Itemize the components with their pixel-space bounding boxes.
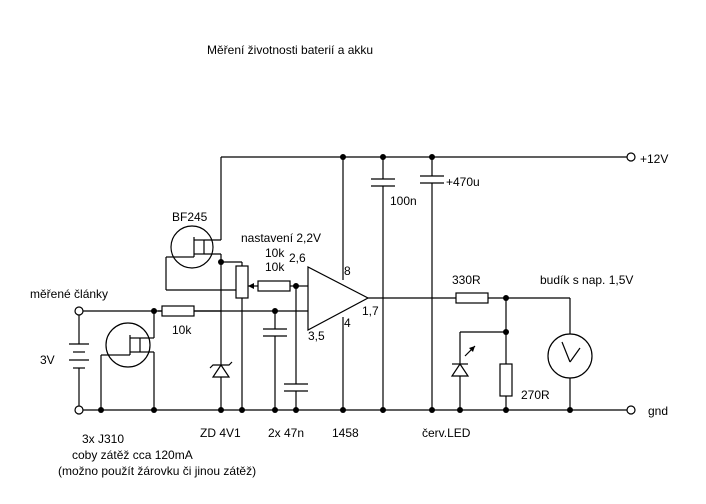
label-budik: budík s nap. 1,5V: [540, 273, 633, 287]
label-pin-17: 1,7: [362, 304, 379, 318]
source-node: [218, 259, 242, 365]
resistor-10k-in: [161, 305, 221, 317]
label-led: červ.LED: [422, 426, 471, 440]
label-r10k-in: 10k: [172, 323, 192, 337]
terminal-input-plus: [74, 306, 84, 316]
label-j310: 3x J310: [82, 432, 124, 446]
terminal-gnd-left: [74, 405, 84, 415]
output-node: [460, 298, 509, 364]
label-r10k-b: 10k: [265, 260, 285, 274]
label-r330: 330R: [452, 273, 481, 287]
label-mozno: (možno použít žárovku či jinou zátěž): [58, 464, 256, 478]
label-caps-47n: 2x 47n: [268, 426, 304, 440]
battery-icon: [69, 315, 89, 406]
voltmeter-icon: [547, 298, 593, 410]
label-zd: ZD 4V1: [200, 426, 241, 440]
resistor-270r: [499, 363, 513, 410]
label-nastaveni: nastavení 2,2V: [241, 231, 321, 245]
label-ground: gnd: [648, 404, 668, 418]
ground-rail: [74, 405, 636, 415]
label-zatez: coby zátěž cca 120mA: [72, 448, 193, 462]
terminal-plus12v: [626, 152, 636, 162]
schematic-title: Měření životnosti baterií a akku: [207, 43, 373, 57]
capacitor-470u: [420, 157, 444, 410]
label-r270: 270R: [521, 388, 550, 402]
supply-rail: [221, 152, 636, 162]
terminal-gnd-right: [626, 405, 636, 415]
label-3v: 3V: [40, 353, 55, 367]
input-terminals: [74, 306, 162, 316]
jfet-j310-icon: [100, 311, 155, 410]
label-pin-4: 4: [344, 316, 351, 330]
zener-diode-icon: [209, 361, 233, 410]
label-pin-8: 8: [344, 264, 351, 278]
label-ic: 1458: [332, 426, 359, 440]
label-merene: měřené články: [30, 287, 108, 301]
capacitor-47n-a: [263, 308, 287, 410]
capacitor-47n-b: [284, 286, 308, 410]
jfet-bf245-icon: [165, 157, 242, 291]
resistor-330r: [455, 292, 570, 304]
potentiometer: [235, 262, 258, 410]
label-r10k-a: 10k: [265, 246, 285, 260]
label-cap-470u: +470u: [446, 175, 480, 189]
label-pin-26: 2,6: [289, 251, 306, 265]
label-cap-100n: 100n: [390, 194, 417, 208]
resistor-10k-a: [257, 280, 296, 292]
label-bf245: BF245: [172, 210, 208, 224]
label-pin-35: 3,5: [308, 329, 325, 343]
led-icon: [450, 332, 476, 410]
label-supply-plus: +12V: [640, 152, 668, 166]
